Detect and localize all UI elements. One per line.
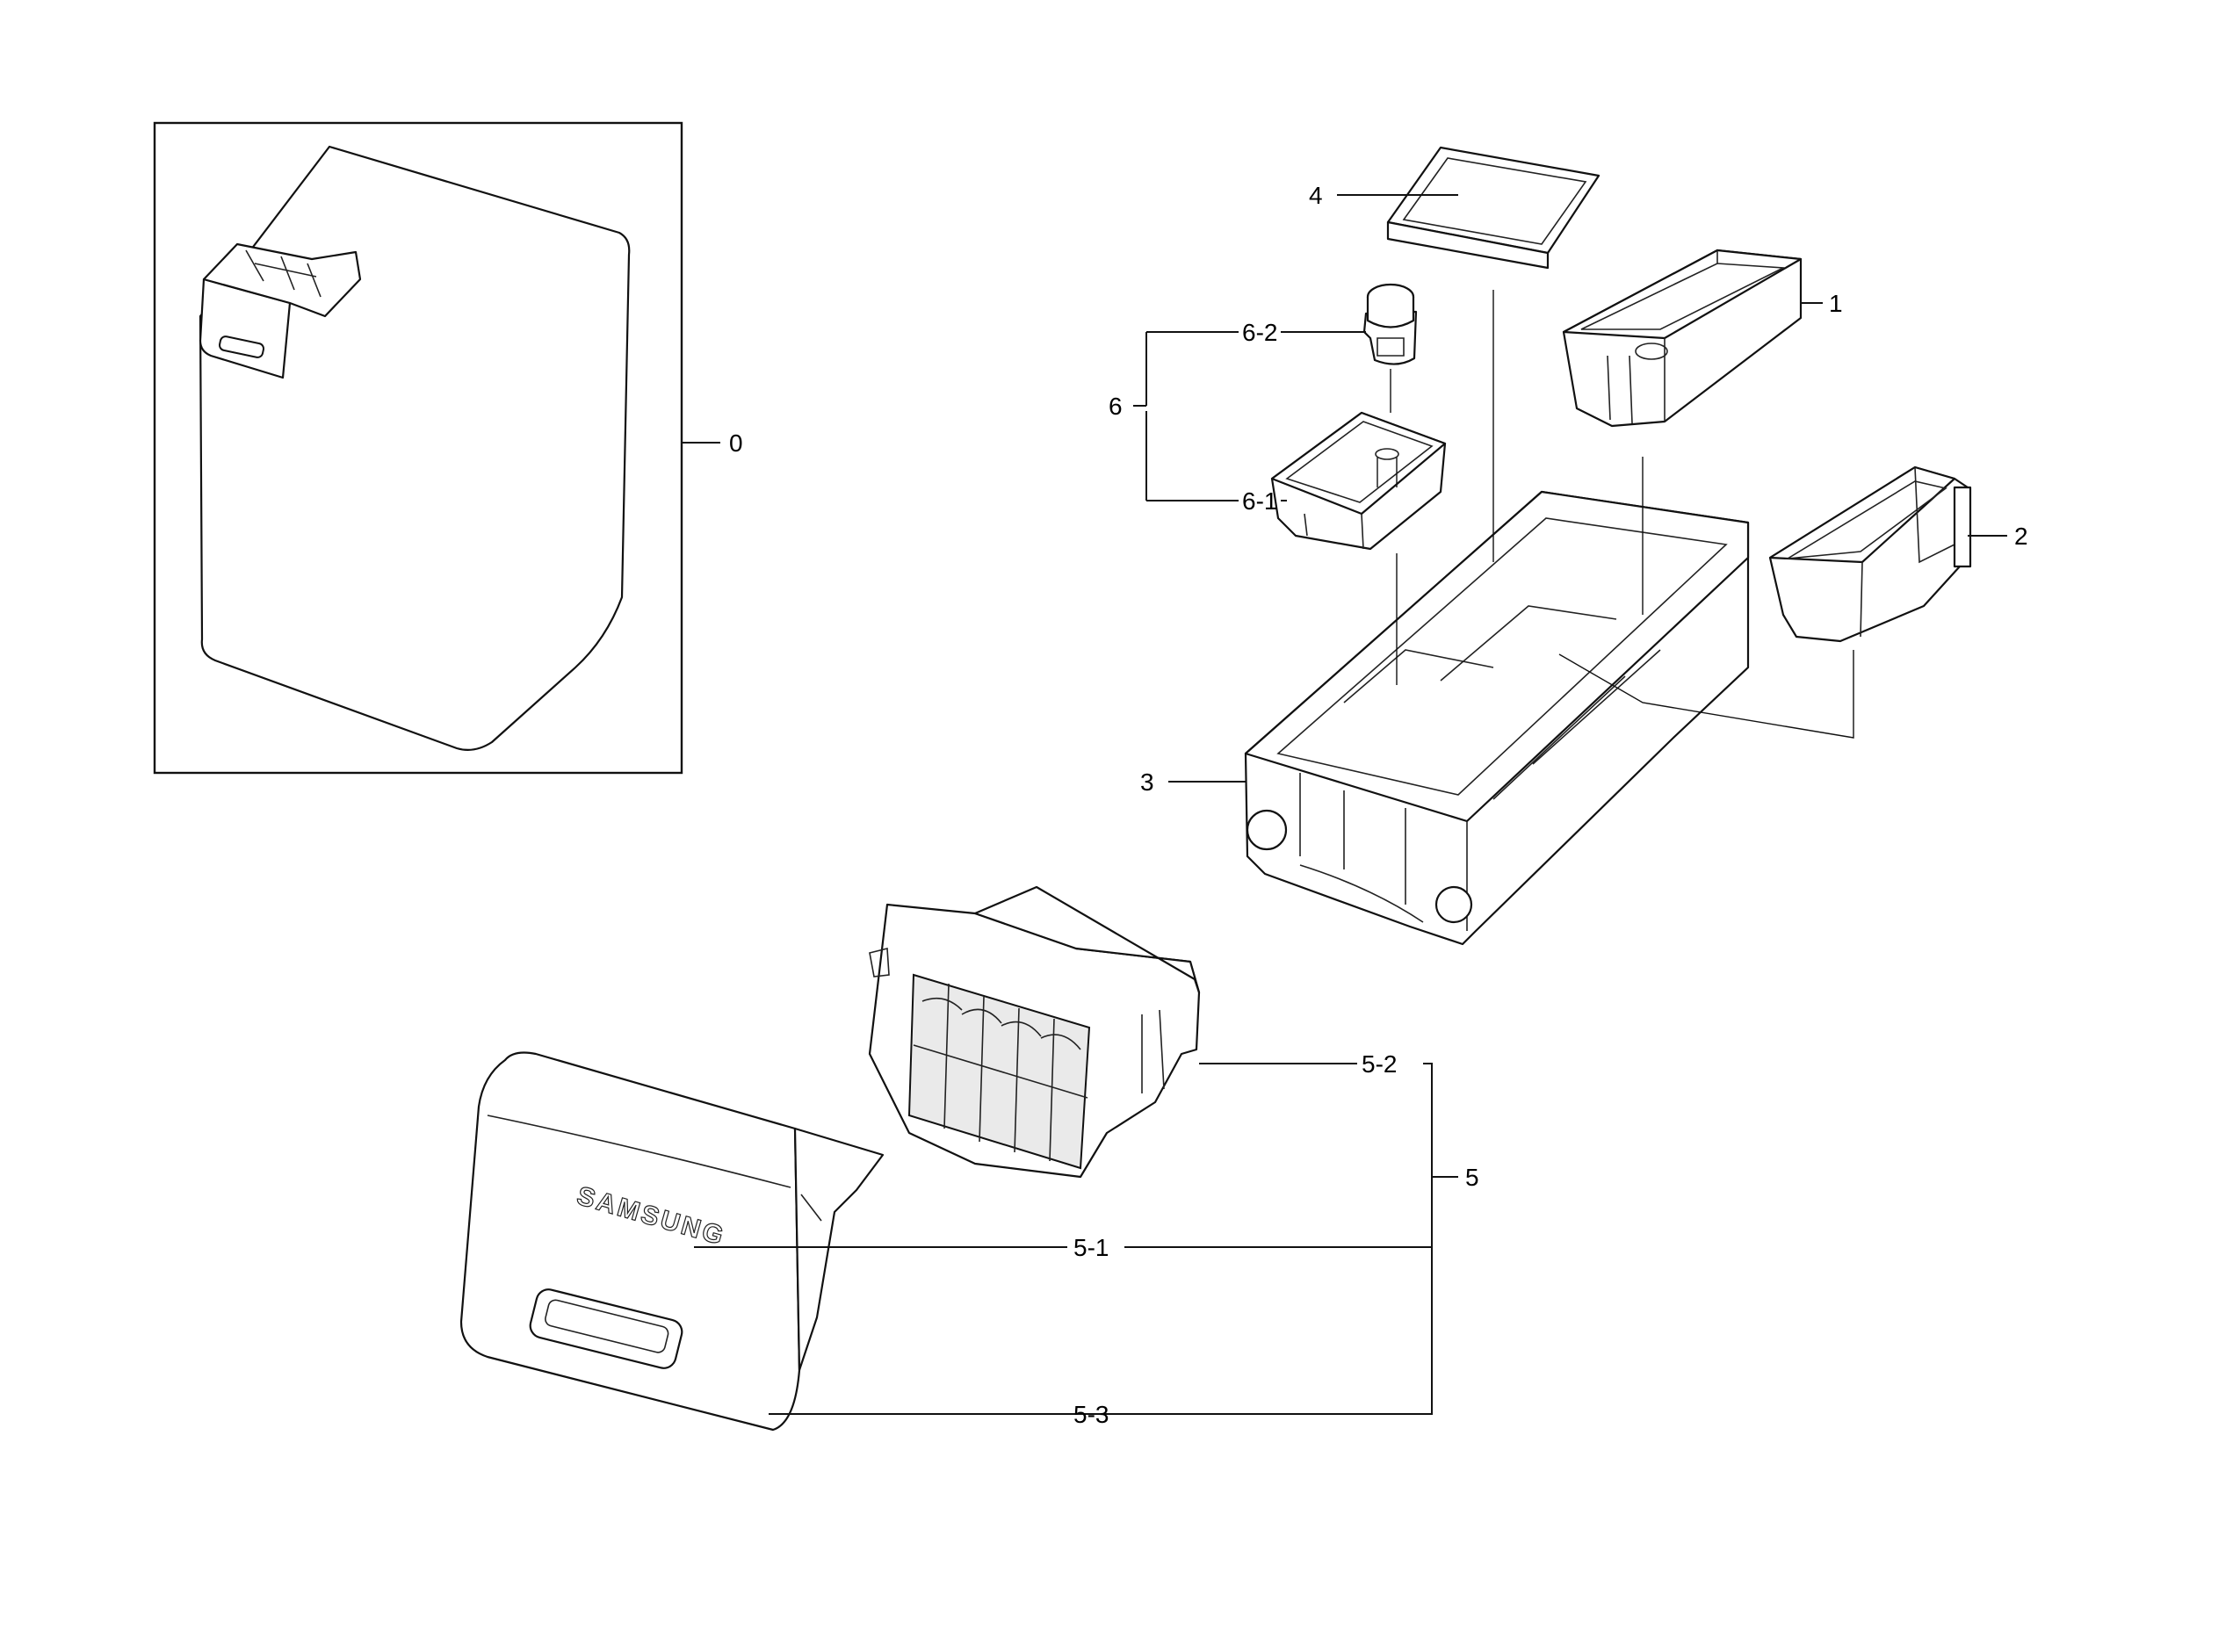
callout-5-1: 5-1	[1073, 1234, 1109, 1261]
part-2-compartment	[1768, 465, 1972, 643]
callout-6: 6	[1109, 393, 1123, 420]
mini-drawer-handle	[218, 335, 265, 358]
callout-6-2: 6-2	[1242, 319, 1277, 346]
callout-labels: 0 1 2 3 4 5 5-1 5-2 5-3 6 6-1 6-2	[729, 182, 2028, 1428]
part-6-2-cap	[1362, 283, 1418, 365]
washer-top-panel	[199, 145, 631, 751]
callout-5-3: 5-3	[1073, 1401, 1109, 1428]
callout-5-2: 5-2	[1362, 1050, 1397, 1078]
callout-1: 1	[1829, 290, 1843, 317]
callout-2: 2	[2014, 523, 2028, 550]
mini-drawer-top	[202, 242, 362, 318]
assembly-overview	[153, 121, 683, 775]
callout-0: 0	[729, 429, 743, 457]
part-4-tray	[1386, 146, 1601, 270]
mini-drawer-front	[199, 278, 292, 379]
part-1-box	[1562, 249, 1803, 428]
part-5-drawer-front: SAMSUNG	[459, 1051, 885, 1432]
leader-lines	[682, 194, 2007, 1415]
callout-5: 5	[1465, 1164, 1479, 1191]
callout-4: 4	[1309, 182, 1323, 209]
part-5-2-drawer-insert	[868, 885, 1201, 1179]
part-3-housing	[1244, 490, 1750, 946]
part-6-1-cup	[1270, 411, 1447, 551]
callout-6-1: 6-1	[1242, 487, 1277, 515]
callout-3: 3	[1140, 768, 1154, 796]
